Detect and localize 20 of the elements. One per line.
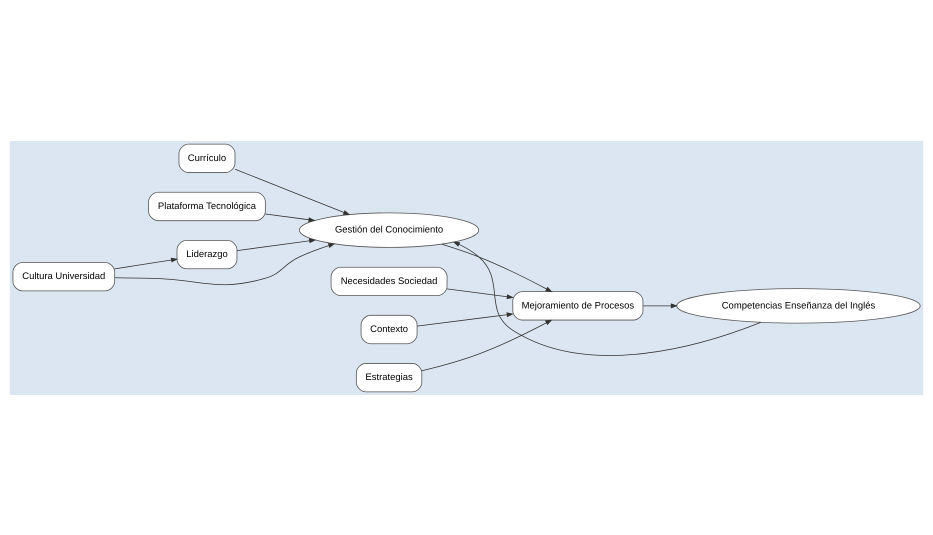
arrow: [114, 242, 336, 285]
arrow: [234, 168, 350, 215]
node-box: Mejoramiento de Procesos: [512, 290, 644, 320]
arrow: [442, 243, 553, 292]
node-ellipse: Competencias Enseñanza del Inglés: [676, 288, 921, 323]
node-box: Estrategias: [356, 362, 422, 392]
arrow: [236, 238, 316, 251]
node-box: Liderazgo: [176, 240, 238, 269]
arrow: [114, 257, 178, 269]
arrow: [446, 288, 514, 299]
node-box: Plataforma Tecnológica: [148, 191, 266, 221]
arrow: [421, 319, 552, 371]
node-box: Currículo: [178, 143, 236, 172]
arrow: [265, 213, 316, 222]
arrow: [416, 312, 514, 326]
node-box: Cultura Universidad: [12, 262, 116, 291]
arrow: [642, 302, 678, 308]
arrow: [452, 241, 762, 356]
node-box: Necesidades Sociedad: [330, 266, 448, 296]
node-box: Contexto: [360, 314, 418, 344]
